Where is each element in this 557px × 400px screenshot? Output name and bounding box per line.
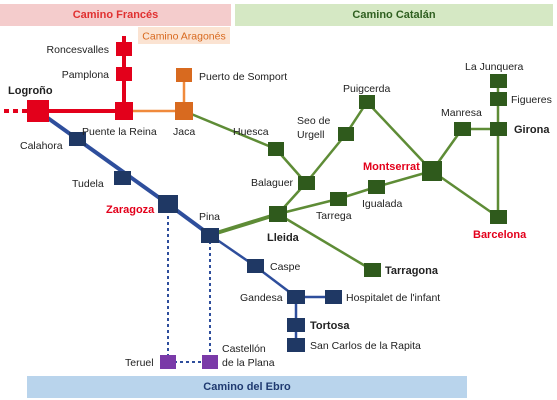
catalan-line-montserrat-barcelona (431, 169, 499, 219)
gandesa-label: Gandesa (240, 292, 283, 304)
seo-de-urgell-label-line1: Seo de (297, 115, 330, 127)
roncesvalles-node (116, 42, 132, 56)
zaragoza-label: Zaragoza (106, 204, 155, 216)
jaca-node (175, 102, 193, 120)
pamplona-label: Pamplona (62, 69, 109, 81)
san-carlos-label: San Carlos de la Rapita (310, 340, 421, 352)
jaca-label: Jaca (173, 126, 195, 138)
catalan-line-puigcerda-montserrat (366, 101, 433, 172)
calahora-label: Calahora (20, 140, 63, 152)
camino-del-ebro-banner: Camino del Ebro (27, 376, 467, 398)
figueres-label: Figueres (511, 94, 552, 106)
seo-de-urgell-node (338, 127, 354, 141)
frances-nodes (27, 42, 133, 122)
caspe-label: Caspe (270, 261, 301, 273)
tarrega-label: Tarrega (316, 210, 352, 222)
zaragoza-node (158, 195, 178, 213)
catalan-nodes (268, 74, 507, 277)
teruel-label: Teruel (125, 357, 154, 369)
camino-aragones-label-bg (138, 27, 230, 44)
tudela-node (114, 171, 131, 185)
catalan-line-jaca-huesca (183, 109, 277, 151)
pamplona-node (116, 67, 132, 81)
tudela-label: Tudela (72, 178, 104, 190)
puerto-de-somport-label: Puerto de Somport (199, 71, 287, 83)
logrono-label: Logroño (8, 85, 53, 97)
castellon-label-line2: de la Plana (222, 357, 275, 369)
teruel-castellon-nodes (160, 355, 218, 369)
station-labels: Camino Aragonés Roncesvalles Pamplona Lo… (8, 27, 552, 369)
catalan-line-balaguer-seo (305, 133, 347, 184)
puerto-de-somport-node (176, 68, 192, 82)
catalan-line-lleida-tarragona (277, 212, 373, 272)
pina-label: Pina (199, 211, 220, 223)
gandesa-node (287, 290, 305, 304)
hospitalet-label: Hospitalet de l'infant (346, 292, 440, 304)
camino-frances-banner: Camino Francés (0, 4, 231, 26)
tarragona-label: Tarragona (385, 265, 439, 277)
ebro-line-logrono-zaragoza (36, 109, 170, 206)
hospitalet-node (325, 290, 342, 304)
la-junquera-node (490, 74, 507, 88)
logrono-node (27, 100, 49, 122)
puigcerda-label: Puigcerda (343, 83, 390, 95)
catalan-line-lleida-tarrega (277, 197, 339, 216)
manresa-label: Manresa (441, 107, 482, 119)
barcelona-node (490, 210, 507, 224)
huesca-node (268, 142, 284, 156)
ebro-nodes (69, 132, 342, 352)
puente-la-reina-node (115, 102, 133, 120)
girona-node (490, 122, 507, 136)
teruel-node (160, 355, 176, 369)
montserrat-label: Montserrat (363, 161, 420, 173)
camino-aragones-label: Camino Aragonés (142, 31, 225, 43)
camino-catalan-banner: Camino Catalán (235, 4, 553, 26)
aragones-nodes (175, 68, 193, 120)
la-junquera-label: La Junquera (465, 61, 524, 73)
seo-de-urgell-label-line2: Urgell (297, 129, 324, 141)
igualada-label: Igualada (362, 198, 402, 210)
huesca-label: Huesca (233, 126, 269, 138)
caspe-node (247, 259, 264, 273)
igualada-node (368, 180, 385, 194)
lleida-node (269, 206, 287, 222)
barcelona-label: Barcelona (473, 229, 527, 241)
tortosa-node (287, 318, 305, 332)
lleida-label: Lleida (267, 232, 300, 244)
montserrat-node (422, 161, 442, 181)
catalan-main-line (209, 212, 279, 237)
castellon-label-line1: Castellón (222, 343, 266, 355)
girona-label: Girona (514, 124, 550, 136)
castellon-node (202, 355, 218, 369)
figueres-node (490, 92, 507, 106)
puente-la-reina-label: Puente la Reina (82, 126, 157, 138)
roncesvalles-label: Roncesvalles (47, 44, 109, 56)
puigcerda-node (359, 95, 375, 109)
manresa-node (454, 122, 471, 136)
balaguer-label: Balaguer (251, 177, 294, 189)
pina-node (201, 228, 219, 243)
tarragona-node (364, 263, 381, 277)
tarrega-node (330, 192, 347, 206)
catalan-line-pina-lleida (209, 212, 279, 237)
balaguer-node (298, 176, 315, 190)
san-carlos-node (287, 338, 305, 352)
tortosa-label: Tortosa (310, 320, 350, 332)
calahora-node (69, 132, 86, 146)
